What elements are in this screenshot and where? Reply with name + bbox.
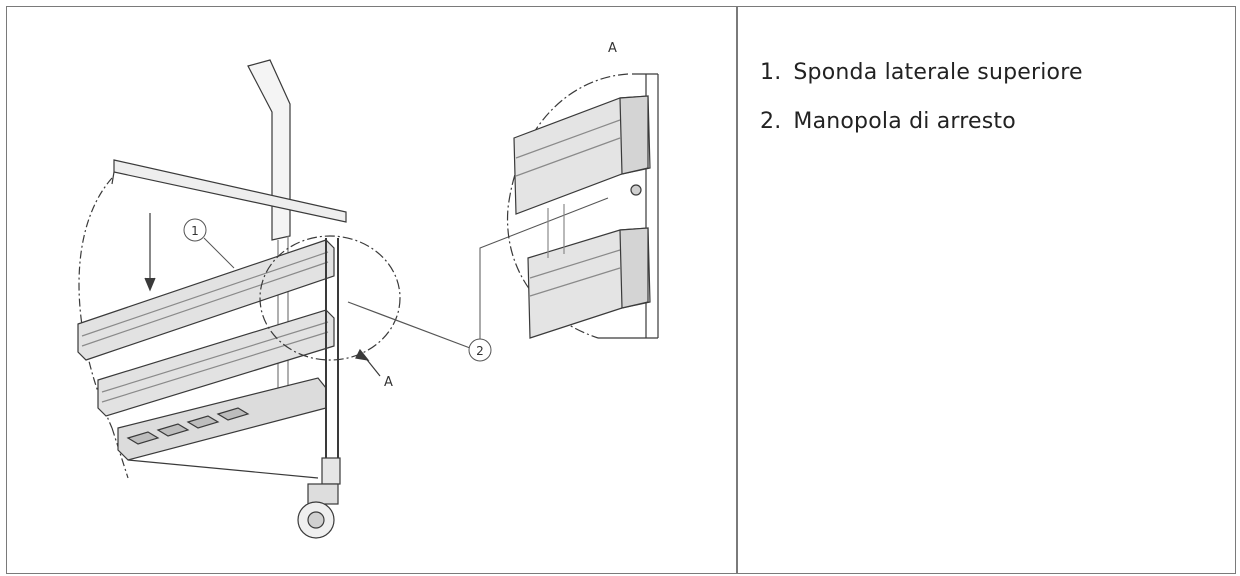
detail-arc-left [78, 177, 113, 429]
legend-item-2: 2. Manopola di arresto [760, 109, 1083, 134]
callout-2: 2 [468, 197, 609, 362]
locking-knob [630, 184, 642, 196]
table-frame [6, 6, 1236, 574]
svg-text:1: 1 [191, 224, 199, 238]
callout-1: 1 [183, 218, 235, 269]
top-board [113, 159, 347, 223]
table-divider [736, 6, 738, 574]
legend-item-text: Manopola di arresto [793, 109, 1016, 134]
detail-view-a [506, 73, 659, 339]
legend-item-1: 1. Sponda laterale superiore [760, 60, 1083, 85]
pole [247, 59, 291, 241]
svg-text:2: 2 [476, 344, 484, 358]
legend-item-text: Sponda laterale superiore [793, 60, 1083, 85]
legend-list: 1. Sponda laterale superiore 2. Manopola d… [760, 60, 1083, 158]
legend-item-number: 2. [760, 109, 782, 134]
detail-label-top: A [608, 41, 617, 56]
detail-label-arrow: A [384, 375, 393, 390]
knob-detail-circle [259, 235, 401, 361]
bed-side-rail-diagram: 1 2 A A [77, 41, 659, 539]
legend-item-number: 1. [760, 60, 782, 85]
